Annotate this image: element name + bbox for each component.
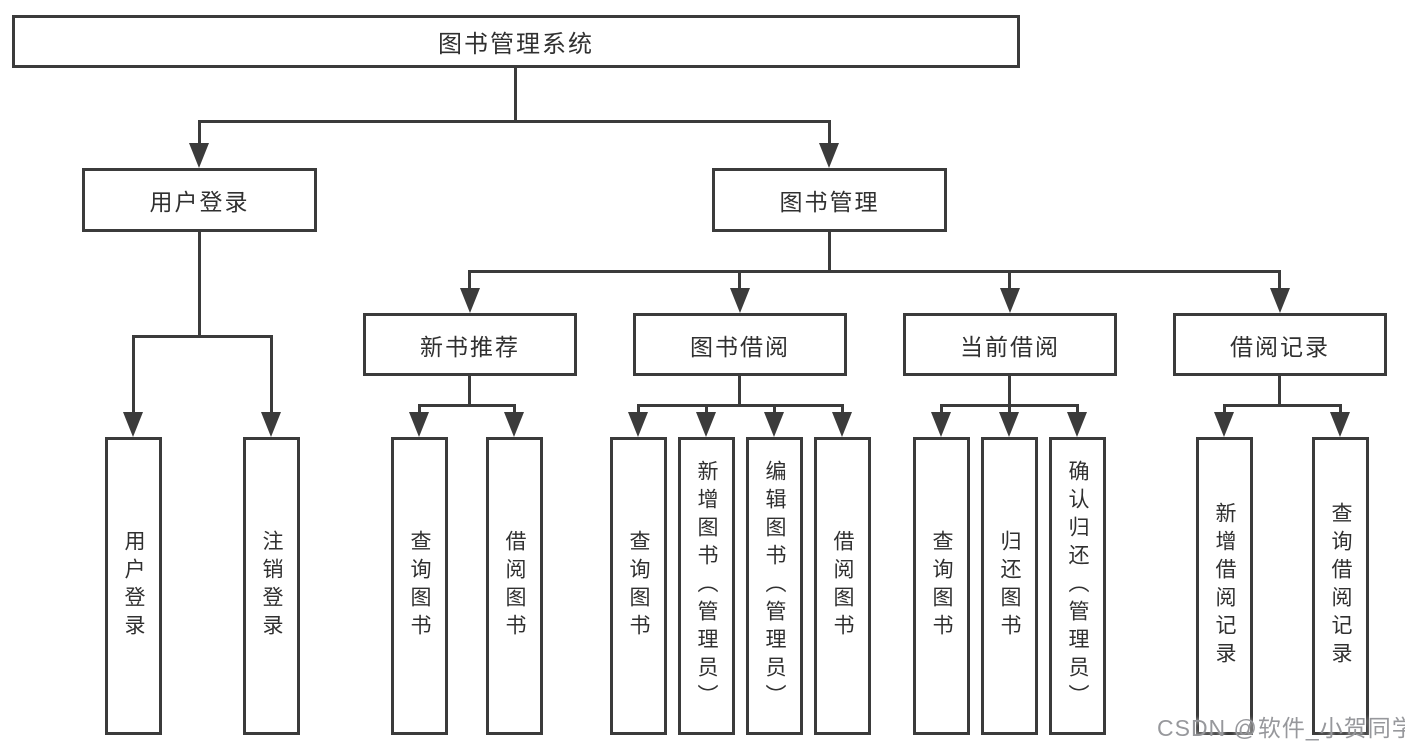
connector-book-borrow-trunk: [738, 376, 741, 407]
arrowhead-down: [1330, 412, 1350, 437]
arrowhead-down: [999, 412, 1019, 437]
connector-borrow-records-split: [1223, 404, 1342, 407]
watermark: CSDN @软件_小贺同学: [1157, 715, 1405, 741]
leaf-bb-edit-books-admin: 编辑图书（管理员）: [746, 437, 803, 735]
leaf-br-query-record: 查询借阅记录: [1312, 437, 1369, 735]
connector-drop-cb-query: [940, 404, 943, 417]
node-book-management-label: 图书管理: [779, 189, 880, 215]
connector-drop-cb-confirm: [1076, 404, 1079, 417]
node-new-book-recommend-label: 新书推荐: [420, 333, 520, 360]
leaf-cb-query-books-label: 查询图书: [930, 530, 953, 642]
leaf-cb-return-books: 归还图书: [981, 437, 1038, 735]
leaf-nb-query-books-label: 查询图书: [408, 530, 431, 642]
node-book-management: 图书管理: [712, 168, 947, 232]
connector-drop-borrow-records: [1278, 270, 1281, 293]
leaf-cb-confirm-return-admin: 确认归还（管理员）: [1049, 437, 1106, 735]
arrowhead-down: [764, 412, 784, 437]
node-current-borrow-label: 当前借阅: [960, 333, 1060, 360]
leaf-bb-query-books: 查询图书: [610, 437, 667, 735]
connector-new-book-split: [418, 404, 516, 407]
arrowhead-down: [931, 412, 951, 437]
node-user-login-label: 用户登录: [149, 189, 250, 215]
connector-drop-user-login: [198, 120, 201, 148]
arrowhead-down: [261, 412, 281, 437]
leaf-br-add-record: 新增借阅记录: [1196, 437, 1253, 735]
connector-user-login-trunk: [198, 232, 201, 338]
connector-current-borrow-trunk: [1008, 376, 1011, 407]
leaf-bb-add-books-admin: 新增图书（管理员）: [678, 437, 735, 735]
connector-drop-current-borrow: [1008, 270, 1011, 293]
leaf-logout-label: 注销登录: [260, 530, 283, 642]
connector-drop-br-add: [1223, 404, 1226, 417]
connector-drop-leaf-logout: [270, 335, 273, 417]
leaf-nb-query-books: 查询图书: [391, 437, 448, 735]
leaf-cb-confirm-return-admin-label: 确认归还（管理员）: [1066, 460, 1089, 712]
node-new-book-recommend: 新书推荐: [363, 313, 577, 376]
connector-drop-bb-edit: [773, 404, 776, 417]
connector-root-trunk: [514, 68, 517, 123]
connector-drop-nb-borrow: [513, 404, 516, 417]
connector-root-split: [198, 120, 831, 123]
leaf-cb-return-books-label: 归还图书: [998, 530, 1021, 642]
node-borrow-records-label: 借阅记录: [1230, 333, 1330, 360]
leaf-logout: 注销登录: [243, 437, 300, 735]
connector-book-borrow-split: [637, 404, 844, 407]
connector-level2-split: [468, 270, 1281, 273]
arrowhead-down: [1214, 412, 1234, 437]
connector-drop-br-query: [1339, 404, 1342, 417]
connector-new-book-trunk: [468, 376, 471, 407]
connector-drop-bb-query: [637, 404, 640, 417]
node-borrow-records: 借阅记录: [1173, 313, 1387, 376]
arrowhead-down: [628, 412, 648, 437]
leaf-bb-query-books-label: 查询图书: [627, 530, 650, 642]
leaf-bb-edit-books-admin-label: 编辑图书（管理员）: [763, 460, 786, 712]
arrowhead-down: [123, 412, 143, 437]
connector-drop-book-borrow: [738, 270, 741, 293]
connector-drop-leaf-user-login: [132, 335, 135, 417]
node-current-borrow: 当前借阅: [903, 313, 1117, 376]
node-user-login: 用户登录: [82, 168, 317, 232]
node-book-borrow: 图书借阅: [633, 313, 847, 376]
connector-drop-book-management: [828, 120, 831, 148]
node-root: 图书管理系统: [12, 15, 1020, 68]
arrowhead-down: [504, 412, 524, 437]
arrowhead-down: [832, 412, 852, 437]
arrowhead-down: [409, 412, 429, 437]
leaf-br-add-record-label: 新增借阅记录: [1213, 502, 1236, 670]
connector-drop-bb-add: [705, 404, 708, 417]
node-root-label: 图书管理系统: [438, 31, 594, 58]
connector-user-login-split: [132, 335, 273, 338]
node-book-borrow-label: 图书借阅: [690, 333, 790, 360]
leaf-bb-borrow-books-label: 借阅图书: [831, 530, 854, 642]
arrowhead-down: [696, 412, 716, 437]
arrowhead-down: [189, 143, 209, 168]
connector-drop-new-book: [468, 270, 471, 293]
connector-borrow-records-trunk: [1278, 376, 1281, 407]
leaf-user-login-label: 用户登录: [122, 530, 145, 642]
leaf-cb-query-books: 查询图书: [913, 437, 970, 735]
leaf-nb-borrow-books: 借阅图书: [486, 437, 543, 735]
arrowhead-down: [1067, 412, 1087, 437]
connector-book-management-trunk: [828, 232, 831, 273]
arrowhead-down: [1000, 288, 1020, 313]
leaf-br-query-record-label: 查询借阅记录: [1329, 502, 1352, 670]
connector-drop-bb-borrow: [841, 404, 844, 417]
arrowhead-down: [730, 288, 750, 313]
leaf-user-login: 用户登录: [105, 437, 162, 735]
connector-drop-nb-query: [418, 404, 421, 417]
connector-drop-cb-return: [1008, 404, 1011, 417]
leaf-bb-borrow-books: 借阅图书: [814, 437, 871, 735]
arrowhead-down: [1270, 288, 1290, 313]
leaf-bb-add-books-admin-label: 新增图书（管理员）: [695, 460, 718, 712]
arrowhead-down: [819, 143, 839, 168]
arrowhead-down: [460, 288, 480, 313]
leaf-nb-borrow-books-label: 借阅图书: [503, 530, 526, 642]
